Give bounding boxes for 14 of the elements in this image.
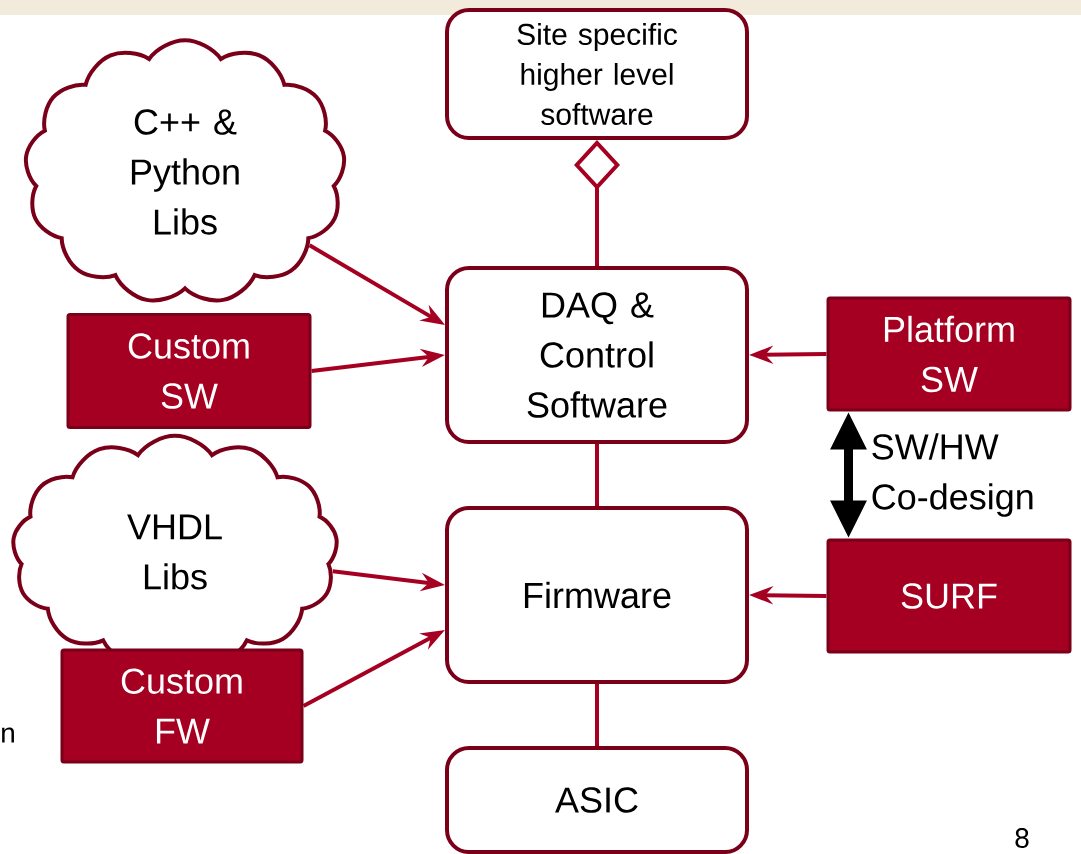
connector-line — [595, 444, 599, 506]
arrow — [574, 140, 620, 266]
rounded-box: ASIC — [445, 746, 749, 854]
filled-box: Custom SW — [66, 313, 312, 429]
text-fragment: n — [2, 727, 14, 743]
page-number: 8 — [1015, 828, 1029, 848]
rounded-box: DAQ & Control Software — [445, 266, 749, 444]
edge-label: SW/HW Co-design — [868, 431, 1053, 519]
filled-box: Custom FW — [60, 648, 304, 764]
rounded-box: Firmware — [445, 506, 749, 684]
filled-box: SURF — [826, 538, 1072, 654]
rounded-box: Site specific higher level software — [445, 8, 749, 140]
connector-line — [595, 684, 599, 746]
filled-box: Platform SW — [826, 296, 1072, 412]
